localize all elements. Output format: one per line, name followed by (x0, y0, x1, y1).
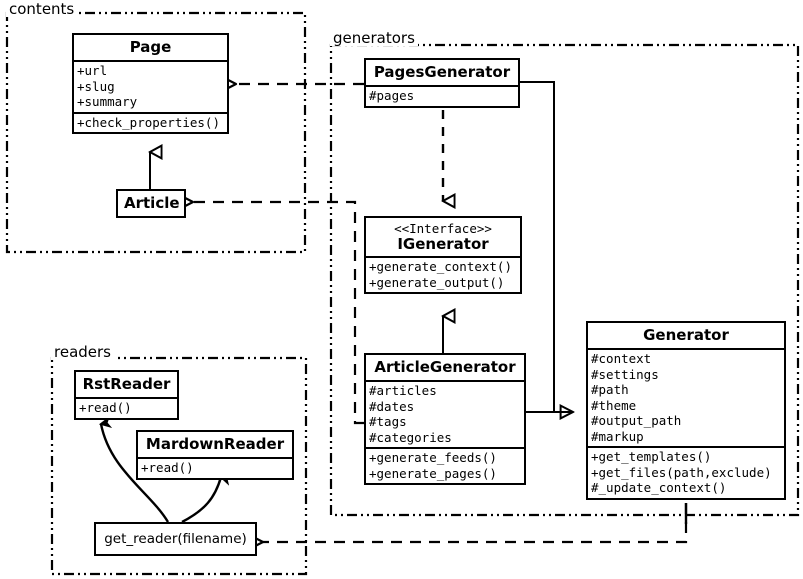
class-attributes-generator: #context #settings #path #theme #output_… (588, 348, 784, 446)
class-box-articlegenerator[interactable]: ArticleGenerator #articles #dates #tags … (364, 353, 526, 485)
method-item: +get_files(path,exclude) (591, 464, 772, 480)
class-box-mardownreader[interactable]: MardownReader +read() (136, 430, 294, 480)
class-box-article[interactable]: Article (116, 189, 186, 218)
attribute-item: #tags (369, 414, 407, 429)
package-label-generators: generators (330, 31, 418, 46)
relationship-generator-depends-getreader (263, 503, 688, 542)
attribute-item: +slug (77, 78, 115, 94)
attribute-item: #settings (591, 366, 659, 382)
function-label-get-reader: get_reader(filename) (104, 531, 247, 547)
function-box-get-reader[interactable]: get_reader(filename) (94, 522, 257, 556)
class-attributes-page: +url +slug +summary (74, 60, 227, 112)
method-item: +read() (141, 460, 194, 475)
class-methods-articlegenerator: +generate_feeds() +generate_pages() (366, 447, 524, 483)
class-methods-generator: +get_templates() +get_files(path,exclude… (588, 446, 784, 498)
method-item: +get_templates() (591, 449, 712, 464)
attribute-item: #context (591, 351, 652, 366)
relationship-getreader-creates-mardownreader (181, 477, 221, 524)
class-methods-page: +check_properties() (74, 111, 227, 133)
class-box-pagesgenerator[interactable]: PagesGenerator #pages (364, 58, 520, 108)
method-item: #_update_context() (591, 480, 727, 495)
relationship-articlegenerator-depends-article (193, 202, 364, 425)
class-name-articlegenerator: ArticleGenerator (374, 358, 516, 376)
class-methods-igenerator: +generate_context() +generate_output() (366, 256, 520, 292)
attribute-item: +url (77, 63, 108, 78)
class-name-mardownreader: MardownReader (145, 435, 285, 453)
class-name-page: Page (129, 38, 172, 56)
attribute-item: #dates (369, 398, 415, 414)
package-label-contents: contents (6, 2, 78, 17)
class-name-article: Article (124, 194, 180, 212)
attribute-item: #markup (591, 428, 644, 444)
class-stereotype-igenerator: <<Interface>> (394, 221, 492, 236)
method-item: +generate_pages() (369, 465, 497, 481)
attribute-item: +summary (77, 94, 138, 109)
class-attributes-pagesgenerator: #pages (366, 85, 518, 106)
attribute-item: #categories (369, 429, 452, 445)
attribute-item: #path (591, 382, 629, 397)
class-name-generator: Generator (643, 326, 729, 344)
class-name-rstreader: RstReader (82, 375, 171, 393)
attribute-item: #pages (369, 88, 415, 103)
attribute-item: #output_path (591, 413, 682, 428)
attribute-item: #articles (369, 383, 437, 398)
class-box-rstreader[interactable]: RstReader +read() (74, 370, 179, 420)
package-label-readers: readers (51, 345, 114, 360)
attribute-item: #theme (591, 397, 637, 413)
class-attributes-articlegenerator: #articles #dates #tags #categories (366, 380, 524, 447)
class-methods-rstreader: +read() (76, 397, 177, 418)
method-item: +read() (79, 400, 132, 415)
class-box-page[interactable]: Page +url +slug +summary +check_properti… (72, 33, 229, 134)
method-item: +generate_context() (369, 259, 512, 274)
class-name-igenerator: IGenerator (397, 235, 489, 253)
class-methods-mardownreader: +read() (138, 457, 292, 478)
class-box-igenerator[interactable]: <<Interface>> IGenerator +generate_conte… (364, 216, 522, 294)
method-item: +check_properties() (77, 114, 220, 130)
method-item: +generate_feeds() (369, 450, 497, 465)
method-item: +generate_output() (369, 274, 505, 290)
class-box-generator[interactable]: Generator #context #settings #path #them… (586, 321, 786, 500)
relationship-pagesgenerator-inherits-generator (520, 81, 573, 412)
class-name-pagesgenerator: PagesGenerator (373, 63, 511, 81)
